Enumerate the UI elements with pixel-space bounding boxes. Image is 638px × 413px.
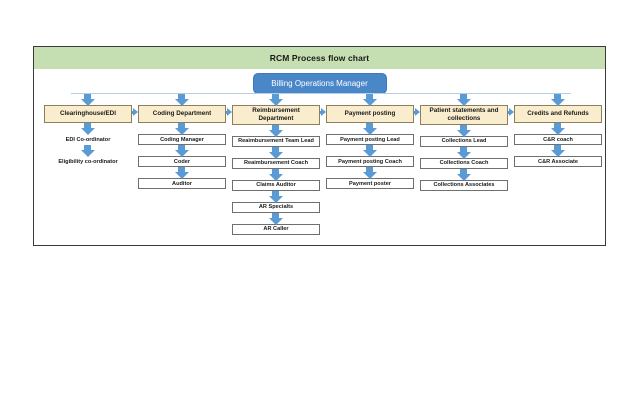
department-label: Reimbursement Department bbox=[252, 107, 300, 122]
role-label: Payment poster bbox=[349, 180, 391, 187]
role-node-ar-specialts[interactable]: AR Specialts bbox=[232, 201, 320, 213]
role-node-coding-manager[interactable]: Coding Manager bbox=[138, 134, 226, 145]
arrow-down-icon bbox=[174, 94, 189, 106]
department-node-coding-department[interactable]: Coding Department bbox=[138, 105, 226, 123]
manager-label: Billing Operations Manager bbox=[271, 79, 368, 88]
role-node-payment-posting-coach[interactable]: Payment posting Coach bbox=[326, 156, 414, 167]
role-node-reaimbursement-coach[interactable]: Reaimbursement Coach bbox=[232, 157, 320, 169]
role-node-eligibility-co-ordinator[interactable]: Eligibility co-ordinator bbox=[44, 156, 132, 167]
role-node-auditor[interactable]: Auditor bbox=[138, 178, 226, 189]
role-node-edi-co-ordinator[interactable]: EDI Co-ordinator bbox=[44, 134, 132, 145]
role-label: Eligibility co-ordinator bbox=[58, 158, 118, 165]
arrow-down-icon bbox=[550, 145, 565, 157]
role-node-ar-caller[interactable]: AR Caller bbox=[232, 223, 320, 235]
department-node-credits-and-refunds[interactable]: Credits and Refunds bbox=[514, 105, 602, 123]
department-node-clearinghouse-edi[interactable]: Clearinghouse/EDI bbox=[44, 105, 132, 123]
role-node-collections-coach[interactable]: Collections Coach bbox=[420, 157, 508, 169]
flowchart-frame: RCM Process flow chart Billing Operation… bbox=[33, 46, 606, 246]
department-label: Coding Department bbox=[152, 110, 212, 118]
role-label: Auditor bbox=[172, 180, 192, 187]
role-node-payment-posting-lead[interactable]: Payment posting Lead bbox=[326, 134, 414, 145]
arrow-down-icon bbox=[456, 146, 471, 159]
department-node-reimbursement-department[interactable]: Reimbursement Department bbox=[232, 105, 320, 125]
department-node-payment-posting[interactable]: Payment posting bbox=[326, 105, 414, 123]
manager-connector-line bbox=[71, 93, 571, 94]
arrow-down-icon bbox=[80, 94, 95, 106]
arrow-down-icon bbox=[550, 94, 565, 106]
department-node-patient-statements-and-collections[interactable]: Patient statements and collections bbox=[420, 105, 508, 125]
arrow-down-icon bbox=[362, 94, 377, 106]
arrow-down-icon bbox=[362, 123, 377, 135]
role-node-coder[interactable]: Coder bbox=[138, 156, 226, 167]
page-title: RCM Process flow chart bbox=[269, 53, 370, 63]
arrow-down-icon bbox=[268, 146, 283, 159]
role-node-c-r-associate[interactable]: C&R Associate bbox=[514, 156, 602, 167]
role-label: Reaimbursement Team Lead bbox=[238, 138, 314, 145]
arrow-down-icon bbox=[80, 145, 95, 157]
arrow-down-icon bbox=[80, 123, 95, 135]
role-node-collections-lead[interactable]: Collections Lead bbox=[420, 135, 508, 147]
role-label: Collections Associates bbox=[433, 182, 495, 189]
department-label: Payment posting bbox=[344, 110, 396, 118]
arrow-down-icon bbox=[456, 94, 471, 106]
arrow-down-icon bbox=[550, 123, 565, 135]
role-label: AR Specialts bbox=[258, 204, 294, 211]
role-label: C&R coach bbox=[543, 136, 573, 143]
role-node-claims-auditor[interactable]: Claims Auditor bbox=[232, 179, 320, 191]
arrow-down-icon bbox=[456, 124, 471, 137]
chart-title-bar: RCM Process flow chart bbox=[34, 47, 605, 69]
role-label: Reaimbursement Coach bbox=[243, 160, 309, 167]
role-node-c-r-coach[interactable]: C&R coach bbox=[514, 134, 602, 145]
role-label: EDI Co-ordinator bbox=[65, 136, 111, 143]
arrow-down-icon bbox=[268, 94, 283, 106]
arrow-down-icon bbox=[362, 167, 377, 179]
arrow-down-icon bbox=[268, 212, 283, 225]
arrow-down-icon bbox=[456, 168, 471, 181]
role-label: Payment posting Coach bbox=[338, 158, 402, 165]
role-node-payment-poster[interactable]: Payment poster bbox=[326, 178, 414, 189]
arrow-down-icon bbox=[268, 190, 283, 203]
arrow-down-icon bbox=[174, 145, 189, 157]
role-node-reaimbursement-team-lead[interactable]: Reaimbursement Team Lead bbox=[232, 135, 320, 147]
arrow-down-icon bbox=[174, 123, 189, 135]
arrow-down-icon bbox=[362, 145, 377, 157]
role-label: C&R Associate bbox=[538, 158, 578, 165]
role-label: Coding Manager bbox=[160, 136, 204, 143]
role-label: AR Caller bbox=[263, 226, 289, 233]
arrow-down-icon bbox=[174, 167, 189, 179]
role-label: Collections Lead bbox=[441, 138, 487, 145]
department-label: Clearinghouse/EDI bbox=[60, 110, 116, 118]
role-label: Collections Coach bbox=[439, 160, 489, 167]
role-node-collections-associates[interactable]: Collections Associates bbox=[420, 179, 508, 191]
department-label: Patient statements and collections bbox=[429, 107, 499, 122]
department-label: Credits and Refunds bbox=[527, 110, 589, 118]
arrow-down-icon bbox=[268, 168, 283, 181]
role-label: Coder bbox=[173, 158, 191, 165]
role-label: Payment posting Lead bbox=[340, 136, 400, 143]
role-label: Claims Auditor bbox=[256, 182, 296, 189]
arrow-down-icon bbox=[268, 124, 283, 137]
